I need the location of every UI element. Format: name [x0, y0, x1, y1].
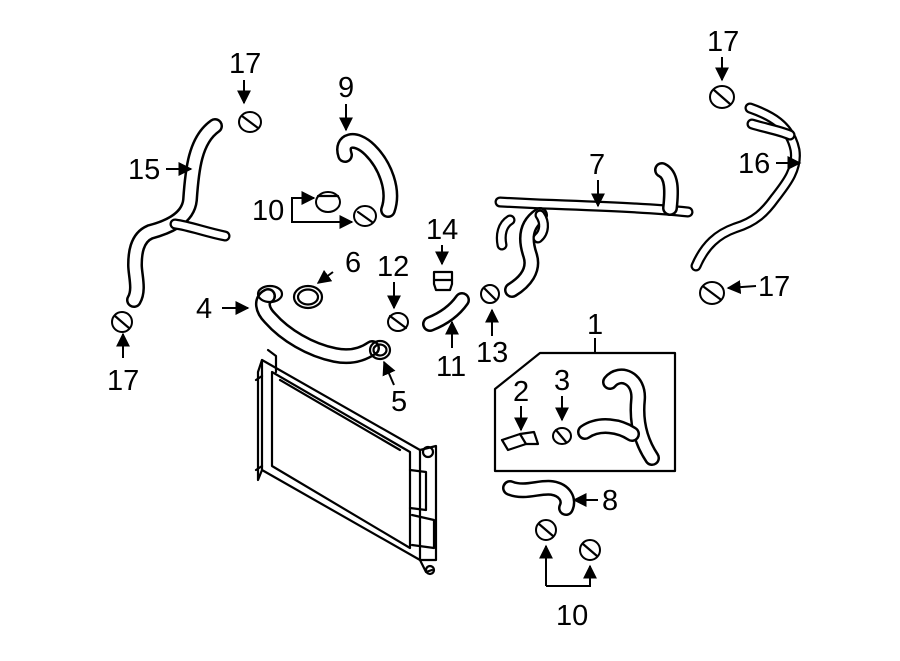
radiator [254, 348, 438, 576]
callout-labels: 17 15 17 9 10 4 6 5 12 14 11 13 7 17 16 … [107, 26, 790, 632]
o-ring-6 [292, 284, 324, 310]
callout-8: 8 [602, 485, 618, 517]
hose-9 [336, 133, 399, 218]
clamp-12 [387, 312, 409, 332]
clamp-13 [480, 284, 500, 304]
clamp-17-tl [238, 111, 262, 133]
o-ring-5 [368, 339, 392, 361]
callout-6: 6 [345, 247, 361, 279]
hose-16 [690, 102, 801, 272]
clamp-17-br [699, 281, 725, 305]
clamp-10-b [353, 205, 377, 227]
kit-box-1 [493, 338, 677, 473]
callout-4: 4 [196, 293, 212, 325]
pipe-7 [494, 162, 694, 298]
plug-14 [432, 270, 454, 292]
callout-17-top-right: 17 [707, 26, 739, 58]
clamp-10-d [579, 539, 601, 561]
callout-12: 12 [377, 251, 409, 283]
callout-17-bottom-right: 17 [758, 271, 790, 303]
hose-8 [502, 479, 576, 516]
callout-2: 2 [513, 376, 529, 408]
callout-3: 3 [554, 365, 570, 397]
callout-17-top-left: 17 [229, 48, 261, 80]
connector-2 [500, 430, 540, 452]
callout-9: 9 [338, 72, 354, 104]
callout-16: 16 [738, 148, 770, 180]
leader-lines [116, 57, 802, 587]
callout-1: 1 [587, 309, 603, 341]
hose-15 [126, 118, 231, 308]
callout-11: 11 [436, 351, 466, 383]
callout-5: 5 [391, 386, 407, 418]
callout-14: 14 [426, 214, 458, 246]
hose-11 [422, 292, 470, 332]
callout-17-bottom-left: 17 [107, 365, 139, 397]
hose-4 [255, 284, 380, 365]
callout-13: 13 [476, 337, 508, 369]
clamp-3 [552, 427, 572, 445]
callout-10-bottom: 10 [556, 600, 588, 632]
clamp-17-tr [709, 85, 735, 109]
callout-15: 15 [128, 154, 160, 186]
callout-10-top: 10 [252, 195, 284, 227]
clamp-10-a [315, 191, 341, 213]
clamp-17-bl [111, 311, 133, 333]
callout-7: 7 [589, 149, 605, 181]
clamp-10-c [535, 519, 557, 541]
